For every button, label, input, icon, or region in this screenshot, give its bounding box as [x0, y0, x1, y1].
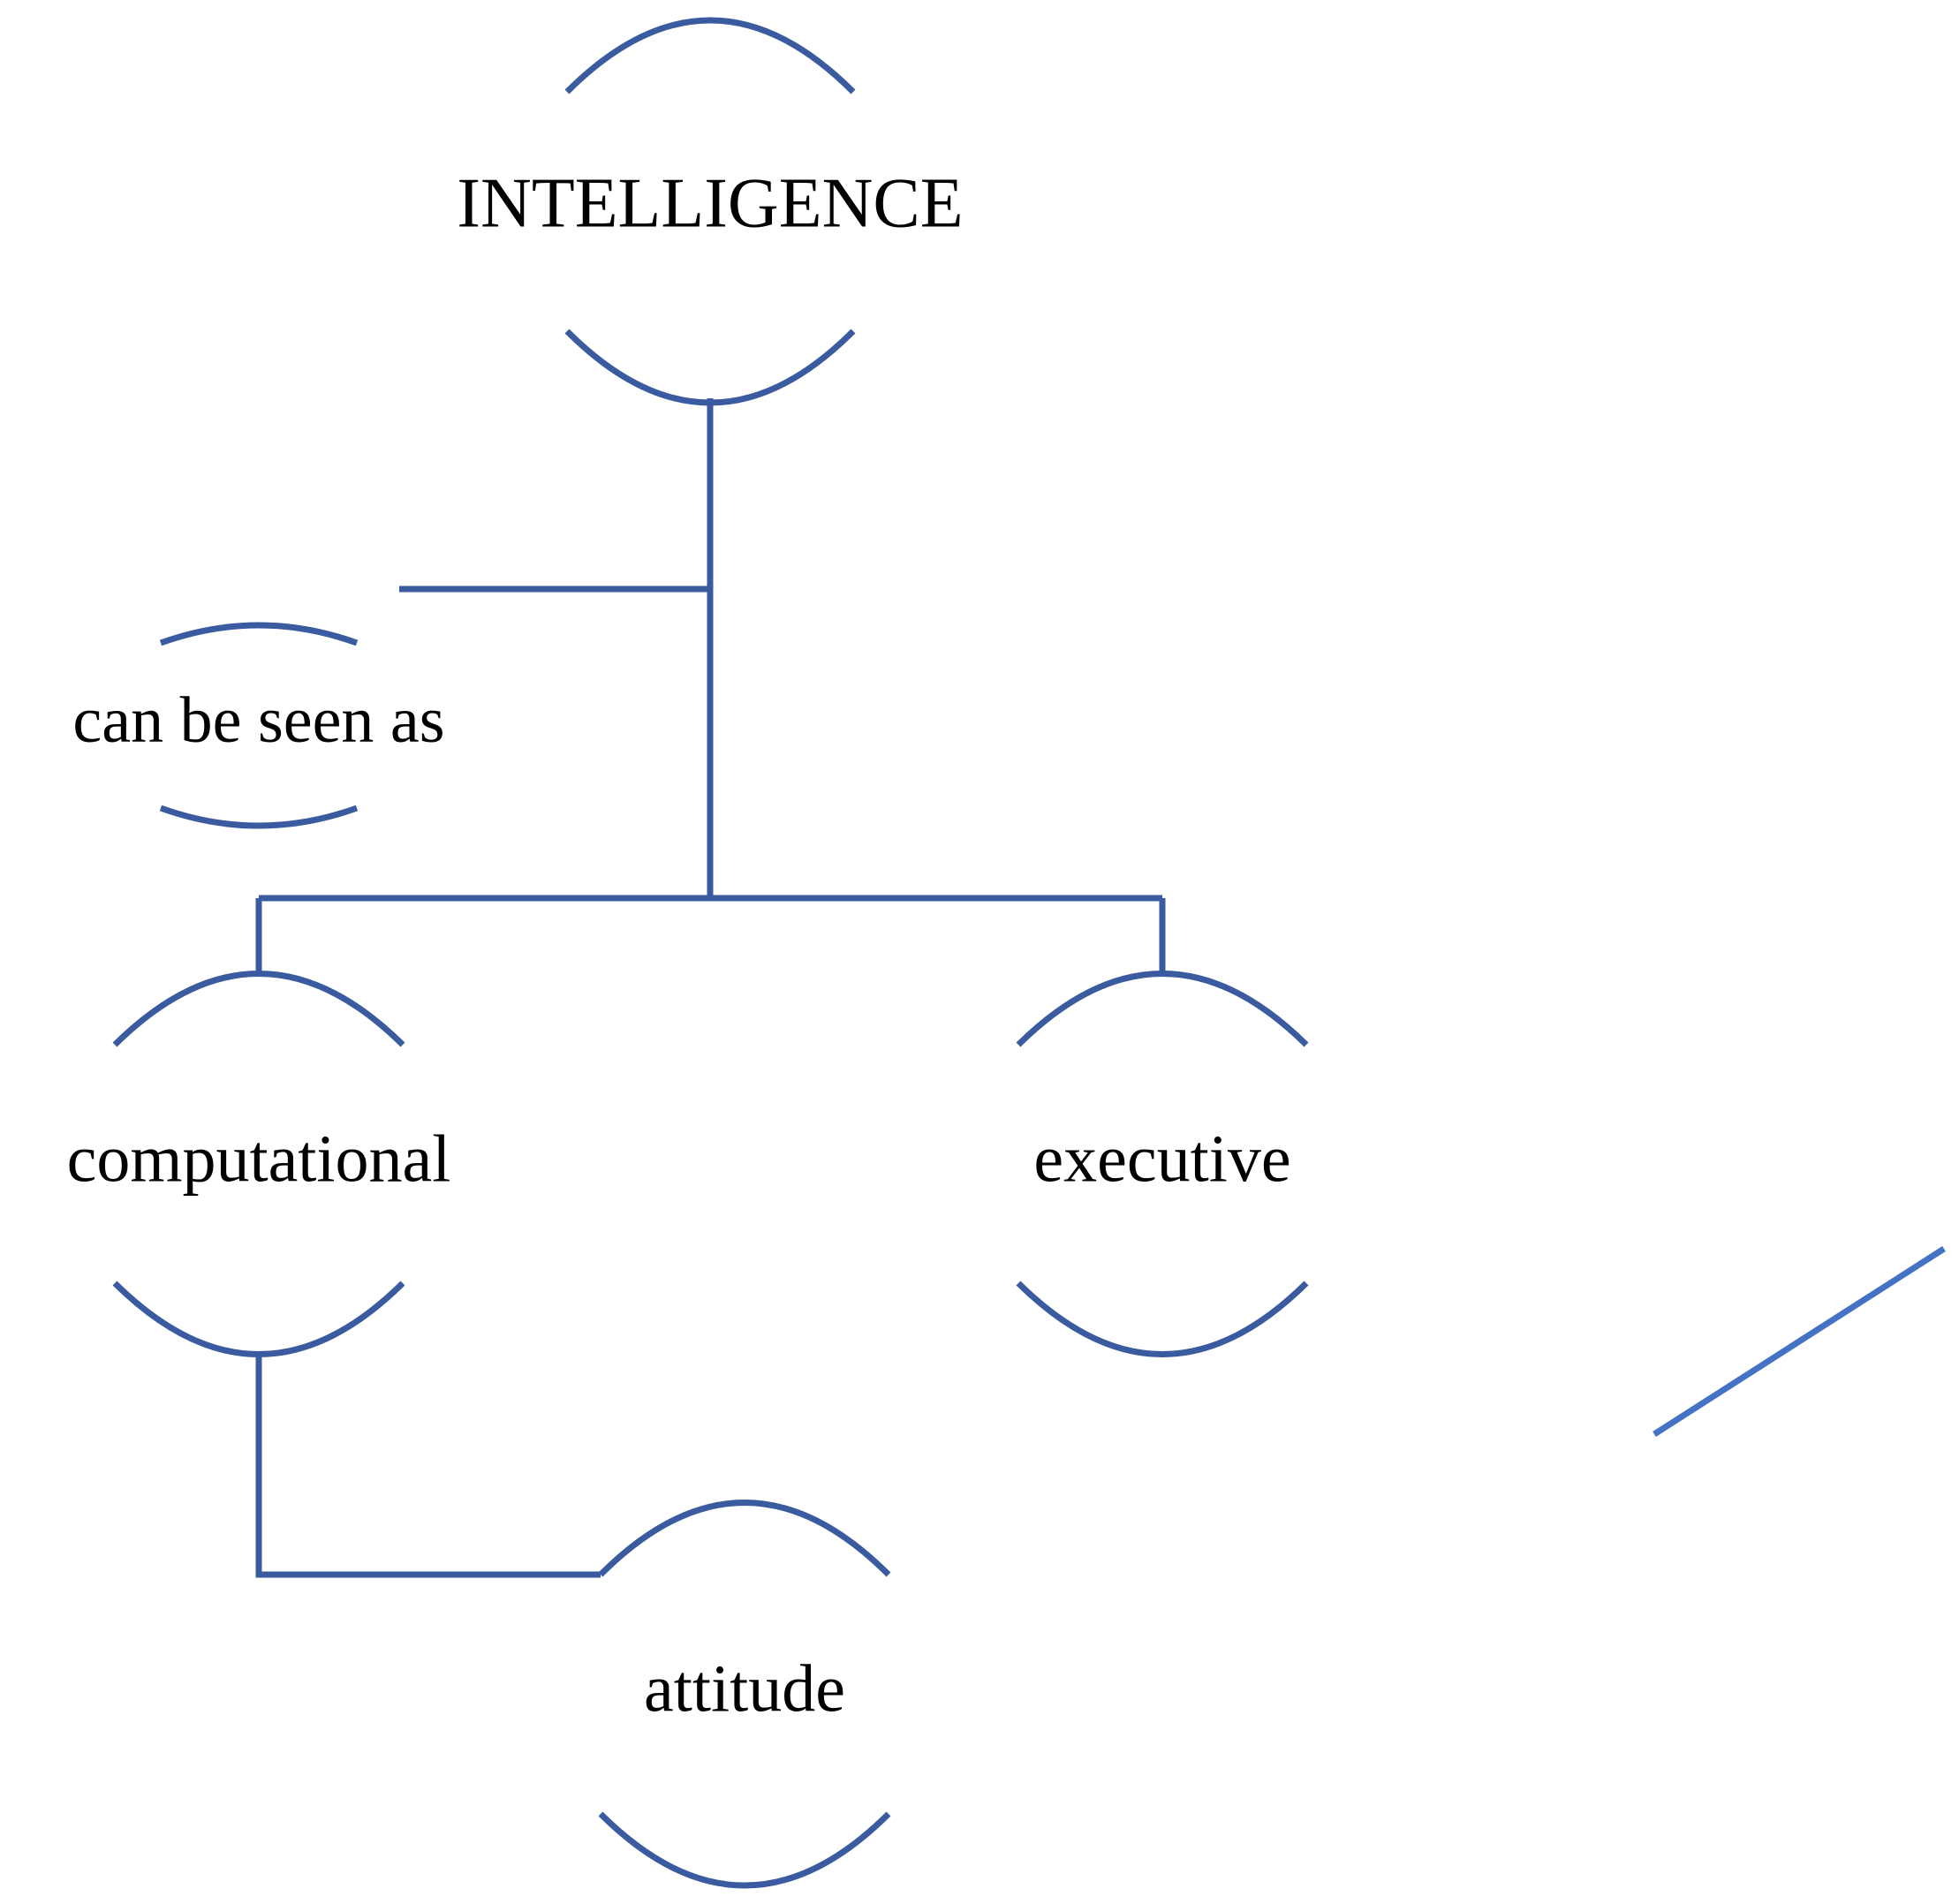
node-intelligence: INTELLIGENCE [457, 17, 964, 406]
node-executive: executive [1016, 971, 1309, 1357]
node-attitude-label: attitude [644, 1651, 845, 1726]
node-intelligence-label: INTELLIGENCE [457, 164, 963, 242]
connector-computational-to-attitude [255, 1354, 601, 1578]
node-attitude-bottom-arc [598, 1811, 891, 1889]
node-can-be-seen-as-label: can be seen as [72, 684, 444, 757]
node-can-be-seen-as: can be seen as [72, 622, 445, 829]
node-can-be-seen-as-top-arc [159, 622, 359, 646]
node-can-be-seen-as-bottom-arc [159, 805, 359, 829]
node-executive-top-arc [1016, 971, 1309, 1047]
node-intelligence-top-arc [564, 17, 856, 94]
node-executive-bottom-arc [1016, 1281, 1309, 1357]
node-executive-label: executive [1033, 1122, 1290, 1196]
node-computational-label: computational [67, 1122, 451, 1196]
stray-diagonal-line [1653, 1246, 1946, 1437]
node-computational-top-arc [112, 971, 405, 1047]
node-computational: computational [67, 971, 451, 1357]
node-attitude-top-arc [598, 1500, 891, 1577]
node-intelligence-bottom-arc [564, 329, 856, 406]
node-computational-bottom-arc [112, 1281, 405, 1357]
node-attitude: attitude [598, 1500, 891, 1889]
